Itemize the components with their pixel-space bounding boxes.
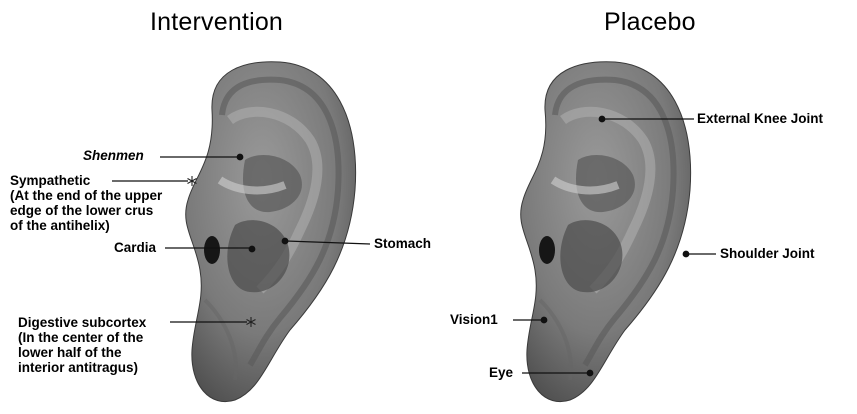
label-sympathetic-line2: edge of the lower crus bbox=[10, 203, 162, 218]
label-stomach: Stomach bbox=[374, 236, 431, 251]
label-vision1: Vision1 bbox=[450, 312, 498, 327]
label-sympathetic: Sympathetic (At the end of the upper edg… bbox=[10, 173, 162, 233]
label-sympathetic-line3: of the antihelix) bbox=[10, 218, 162, 233]
label-digestive-line2: lower half of the bbox=[18, 345, 146, 360]
label-cardia: Cardia bbox=[114, 240, 156, 255]
label-shenmen: Shenmen bbox=[83, 148, 144, 163]
digestive-marker-icon bbox=[247, 317, 256, 327]
label-shoulder-joint: Shoulder Joint bbox=[720, 246, 815, 261]
sympathetic-marker-icon bbox=[188, 176, 197, 186]
label-external-knee-joint: External Knee Joint bbox=[697, 111, 823, 126]
label-digestive-subcortex: Digestive subcortex (In the center of th… bbox=[18, 315, 146, 375]
label-digestive-line1: (In the center of the bbox=[18, 330, 146, 345]
label-sympathetic-name: Sympathetic bbox=[10, 173, 162, 188]
label-digestive-line3: interior antitragus) bbox=[18, 360, 146, 375]
label-digestive-name: Digestive subcortex bbox=[18, 315, 146, 330]
label-eye: Eye bbox=[489, 365, 513, 380]
label-sympathetic-line1: (At the end of the upper bbox=[10, 188, 162, 203]
